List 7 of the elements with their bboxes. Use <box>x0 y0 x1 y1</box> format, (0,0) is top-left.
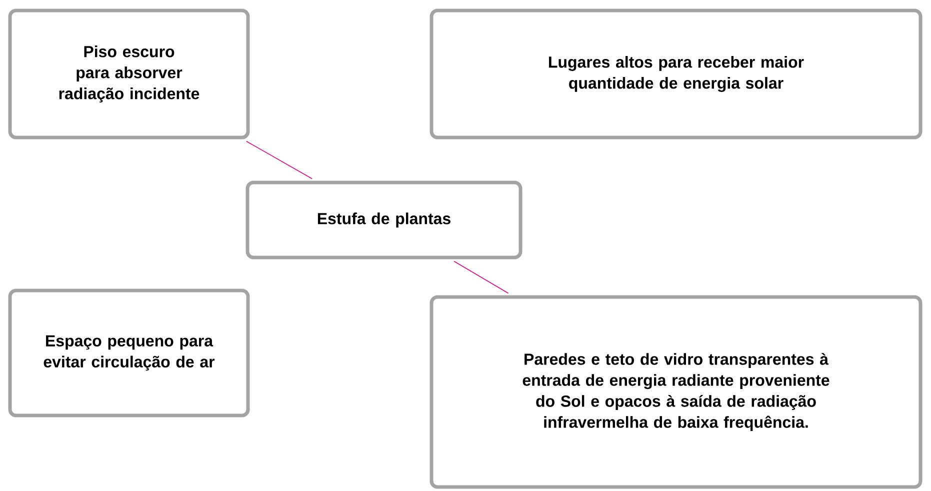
connector-line <box>246 140 313 180</box>
text-box: Estufa de plantas <box>246 180 522 260</box>
connector-line <box>454 260 509 294</box>
text-box: Piso escuro para absorver radiação incidente <box>8 8 250 140</box>
text-box: Espaço pequeno para evitar circulação de ar <box>8 288 250 418</box>
text-box: Lugares altos para receber maior quantidade de energia solar <box>430 8 922 140</box>
text-box: Paredes e teto de vidro transparentes à entrada de energia radiante proveniente do Sol e opacos à saída de radiação infravermelha de baixa frequência. <box>430 295 922 489</box>
